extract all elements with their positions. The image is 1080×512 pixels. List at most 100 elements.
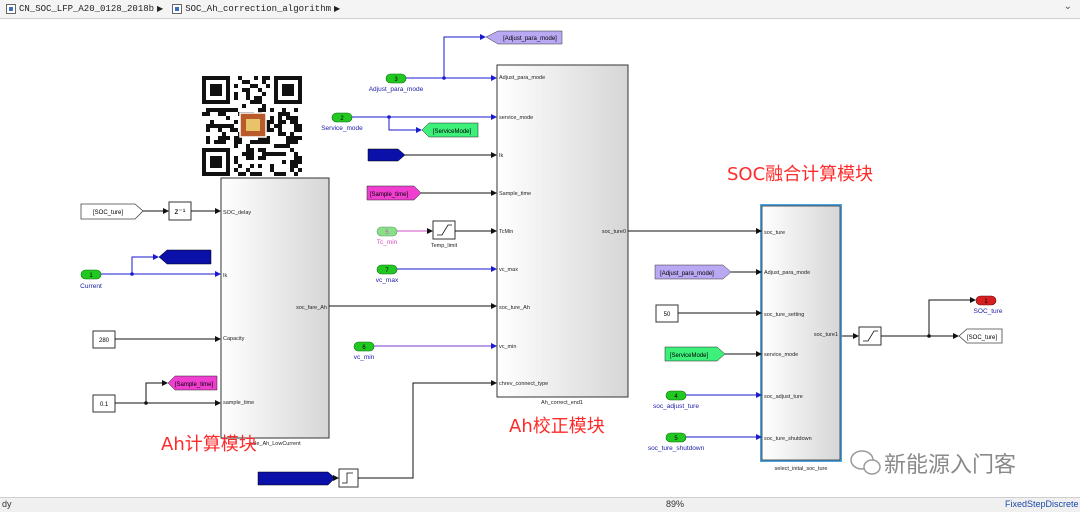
goto-adjust-para-mode-label: [Adjust_para_mode] <box>503 36 557 42</box>
inport-tc-min[interactable]: 5 Tc_min <box>376 226 398 246</box>
inport-adjust-para-mode[interactable]: 3 Adjust_para_mode <box>369 73 424 93</box>
sel-port-service: service_mode <box>764 352 798 358</box>
breadcrumb: CN_SOC_LFP_A20_0128_2018b ▶ SOC_Ah_corre… <box>0 0 1080 19</box>
breadcrumb-sub-label: SOC_Ah_correction_algorithm <box>185 4 332 14</box>
constant-soc-setting[interactable]: 50 <box>655 304 679 323</box>
from-current-blue[interactable] <box>367 148 406 162</box>
calc-port-ik: Ik <box>223 273 228 279</box>
sel-block-name: select_inital_soc_ture <box>775 466 828 472</box>
inport-vcmax-label: vc_max <box>376 277 399 284</box>
inport-soc-adjust-label: soc_adjust_ture <box>653 403 699 410</box>
collapse-icon[interactable]: ⌄ <box>1063 2 1072 13</box>
sel-port-adjust: Adjust_para_mode <box>764 270 810 276</box>
breadcrumb-end-arrow-icon: ▶ <box>334 5 341 14</box>
saturation-temp-limit[interactable]: Temp_limit <box>431 220 458 249</box>
status-zoom[interactable]: 89% <box>666 499 685 509</box>
from-sample-time-label: [Sample_time] <box>370 192 409 198</box>
goto-sample-time-label: [Sample_time] <box>175 382 214 388</box>
outport-label: SOC_ture <box>974 308 1003 315</box>
inport-vc-max[interactable]: 7 vc_max <box>376 264 399 284</box>
inport-service-num: 2 <box>340 116 344 122</box>
constant-sample-value: 0.1 <box>100 402 109 408</box>
inport-vcmin-label: vc_min <box>354 354 375 361</box>
inport-current[interactable]: 1 Current <box>80 269 102 290</box>
constant-capacity-value: 280 <box>99 338 110 344</box>
from-soc-ture-label: [SOC_ture] <box>93 210 123 216</box>
from-adjust-para-mode-label: [Adjust_para_mode] <box>660 271 714 277</box>
sel-port-soc-ture: soc_ture <box>764 230 785 236</box>
block-select-inital-soc-ture[interactable]: soc_ture Adjust_para_mode soc_ture_setti… <box>760 204 842 472</box>
from-sample-time[interactable]: [Sample_time] <box>366 185 422 201</box>
corr-port-tcmin: TcMin <box>499 229 513 235</box>
constant-capacity[interactable]: 280 <box>92 330 116 349</box>
status-solver[interactable]: FixedStepDiscrete <box>1005 499 1079 509</box>
breadcrumb-arrow-icon: ▶ <box>157 5 164 14</box>
inport-soc-adjust-num: 4 <box>674 394 678 400</box>
subsystem-icon <box>172 4 183 14</box>
goto-sample-time[interactable]: [Sample_time] <box>167 375 218 391</box>
saturation-output[interactable] <box>858 326 882 346</box>
from-adjust-para-mode[interactable]: [Adjust_para_mode] <box>654 264 732 280</box>
corr-port-chrev: chrev_connect_type <box>499 381 548 387</box>
sel-port-out: soc_ture1 <box>814 332 838 338</box>
status-bar: dy 89% FixedStepDiscrete <box>0 497 1080 512</box>
inport-adjust-num: 3 <box>394 77 398 83</box>
from-service-mode-label: [ServiceMode] <box>670 353 709 359</box>
breadcrumb-subsystem[interactable]: SOC_Ah_correction_algorithm <box>166 4 331 14</box>
calc-block-name: cale_Ah_LowCurrent <box>249 441 301 447</box>
sel-port-setting: soc_ture_setting <box>764 312 804 318</box>
inport-tcmin-label: Tc_min <box>377 239 398 246</box>
corr-port-out: soc_ture0 <box>602 229 626 235</box>
inport-vc-min[interactable]: 6 vc_min <box>353 341 375 361</box>
inport-shutdown-label: soc_ture_shutdown <box>648 445 705 452</box>
inport-current-num: 1 <box>89 273 93 279</box>
inport-vcmin-num: 6 <box>362 345 366 351</box>
from-service-mode[interactable]: [ServiceMode] <box>664 346 726 362</box>
calc-port-sample-time: sample_time <box>223 400 254 406</box>
breadcrumb-root-label: CN_SOC_LFP_A20_0128_2018b <box>19 4 155 14</box>
outport-soc-ture[interactable]: 1 SOC_ture <box>974 295 1003 315</box>
corr-port-sample: Sample_time <box>499 191 531 197</box>
calc-port-capacity: Capacity <box>223 336 245 342</box>
block-ah-correct-end1[interactable]: Adjust_para_mode service_mode Ik Sample_… <box>496 64 629 406</box>
inport-soc-adjust-ture[interactable]: 4 soc_adjust_ture <box>653 390 699 410</box>
calc-port-out: soc_fare_Ah <box>296 305 327 311</box>
corr-port-ik: Ik <box>499 153 504 159</box>
from-bottom-blue[interactable] <box>257 471 336 486</box>
calc-port-soc-delay: SOC_delay <box>223 210 251 216</box>
goto-soc-ture-label: [SOC_ture] <box>967 335 997 341</box>
constant-soc-setting-value: 50 <box>664 312 671 318</box>
inport-vcmax-num: 7 <box>385 268 389 274</box>
annotation-soc-fusion: SOC融合计算模块 <box>727 164 873 185</box>
breadcrumb-model[interactable]: CN_SOC_LFP_A20_0128_2018b <box>0 4 154 14</box>
corr-port-vcmin: vc_min <box>499 344 516 350</box>
goto-service-mode[interactable]: [ServiceMode] <box>421 122 479 138</box>
corr-block-name: Ah_correct_end1 <box>541 400 583 406</box>
unit-delay-block[interactable]: z⁻¹ <box>168 201 192 221</box>
watermark-text: 新能源入门客 <box>884 453 1016 478</box>
qr-code-image <box>202 73 302 180</box>
model-icon <box>6 4 16 14</box>
block-cale-ah-lowcurrent[interactable]: SOC_delay Ik Capacity sample_time soc_fa… <box>220 177 330 447</box>
sel-port-adjust-ture: soc_adjust_ture <box>764 394 803 400</box>
model-canvas[interactable]: SOC_delay Ik Capacity sample_time soc_fa… <box>0 18 1080 497</box>
status-left: dy <box>2 499 12 509</box>
goto-adjust-para-mode[interactable]: [Adjust_para_mode] <box>485 30 563 45</box>
annotation-ah-correct: Ah校正模块 <box>509 416 605 437</box>
corr-port-adjust: Adjust_para_mode <box>499 75 545 81</box>
goto-current-blue[interactable] <box>158 249 212 265</box>
watermark: 新能源入门客 <box>850 450 1016 478</box>
inport-service-mode[interactable]: 2 Service_mode <box>321 112 363 132</box>
inport-shutdown-num: 5 <box>674 436 678 442</box>
constant-sample[interactable]: 0.1 <box>92 394 116 413</box>
corr-port-service: service_mode <box>499 115 533 121</box>
annotation-ah-calc: Ah计算模块 <box>161 434 257 455</box>
wechat-icon <box>850 450 881 475</box>
unit-delay-label: z⁻¹ <box>175 207 186 216</box>
corr-port-vcmax: vc_max <box>499 267 518 273</box>
relational-switch-block[interactable] <box>338 468 359 488</box>
goto-soc-ture[interactable]: [SOC_ture] <box>958 328 1003 344</box>
inport-soc-ture-shutdown[interactable]: 5 soc_ture_shutdown <box>648 432 705 452</box>
goto-service-mode-label: [ServiceMode] <box>433 129 472 135</box>
from-soc-ture[interactable]: [SOC_ture] <box>80 203 144 220</box>
